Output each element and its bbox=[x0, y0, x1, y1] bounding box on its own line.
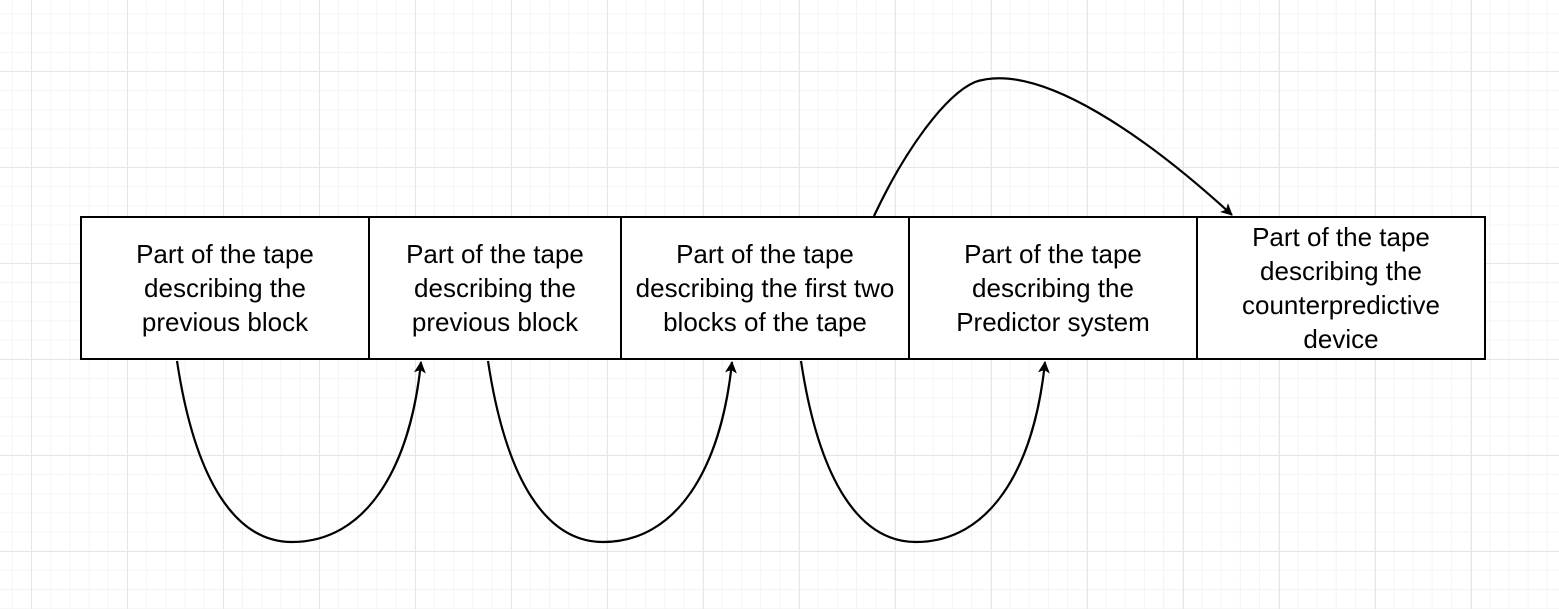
tape-block-1[interactable]: Part of the tape describing the previous… bbox=[80, 216, 370, 360]
tape-block-2[interactable]: Part of the tape describing the previous… bbox=[368, 216, 622, 360]
tape-block-1-label: Part of the tape describing the previous… bbox=[136, 239, 314, 337]
tape-block-5-label: Part of the tape describing the counterp… bbox=[1242, 222, 1440, 354]
tape-block-2-label: Part of the tape describing the previous… bbox=[406, 239, 584, 337]
tape-block-3-label: Part of the tape describing the first tw… bbox=[635, 239, 895, 337]
tape-block-3[interactable]: Part of the tape describing the first tw… bbox=[620, 216, 910, 360]
arrow-block3-to-block4[interactable] bbox=[799, 360, 1050, 544]
arrow-block1-to-block2[interactable] bbox=[175, 360, 426, 544]
tape-block-4[interactable]: Part of the tape describing the Predicto… bbox=[908, 216, 1198, 360]
arrow-block3-to-block5[interactable] bbox=[873, 77, 1233, 217]
tape-block-5[interactable]: Part of the tape describing the counterp… bbox=[1196, 216, 1486, 360]
tape-block-4-label: Part of the tape describing the Predicto… bbox=[956, 239, 1150, 337]
arrow-block2-to-block3[interactable] bbox=[486, 360, 737, 544]
